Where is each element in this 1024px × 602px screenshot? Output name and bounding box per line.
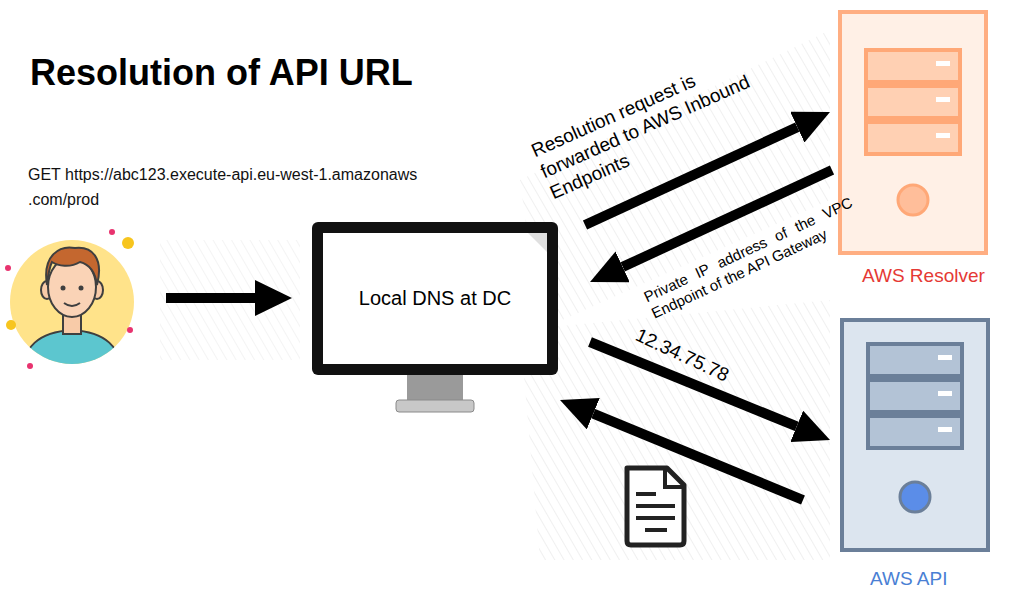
bay-indicator — [936, 97, 950, 102]
server-outline — [838, 10, 988, 255]
hatch-band — [520, 300, 830, 560]
server-label: AWS API — [870, 568, 947, 590]
server-bay — [868, 344, 962, 376]
resolver-server: AWS Resolver — [838, 10, 1013, 302]
bay-indicator — [936, 133, 950, 138]
hatch-band — [160, 240, 300, 360]
user-avatar — [5, 229, 134, 380]
bay-indicator — [936, 61, 950, 66]
flow-arrow — [623, 170, 832, 267]
server-bay — [868, 380, 962, 412]
server-bay — [866, 86, 960, 118]
bay-indicator — [938, 427, 952, 432]
api-server: AWS API — [840, 318, 1015, 598]
monitor-base — [396, 400, 474, 412]
node-label: Local DNS at DC — [323, 233, 547, 364]
request-arrow — [166, 280, 292, 316]
monitor-bezel — [312, 222, 558, 375]
request-url-label: GET https://abc123.execute-api.eu-west-1… — [28, 163, 438, 213]
server-bay — [866, 50, 960, 82]
power-button — [898, 185, 928, 215]
bay-indicator — [938, 391, 952, 396]
monitor-neck — [407, 375, 463, 401]
monitor-outline — [312, 222, 558, 414]
flow-arrow — [590, 342, 797, 426]
server-case — [842, 320, 988, 550]
diagram-title: Resolution of API URL — [30, 52, 413, 94]
flow-arrow — [593, 414, 803, 500]
server-bay — [868, 416, 962, 448]
monitor-screen — [323, 233, 547, 364]
document-icon — [627, 468, 684, 545]
server-label: AWS Resolver — [862, 265, 985, 287]
server-case — [840, 12, 986, 253]
flow-arrow — [585, 127, 797, 225]
power-button — [900, 482, 930, 512]
screen-glare — [528, 233, 547, 252]
server-bay — [866, 122, 960, 154]
dns-monitor: Local DNS at DC — [312, 222, 558, 414]
server-outline — [840, 318, 990, 552]
bay-indicator — [938, 355, 952, 360]
